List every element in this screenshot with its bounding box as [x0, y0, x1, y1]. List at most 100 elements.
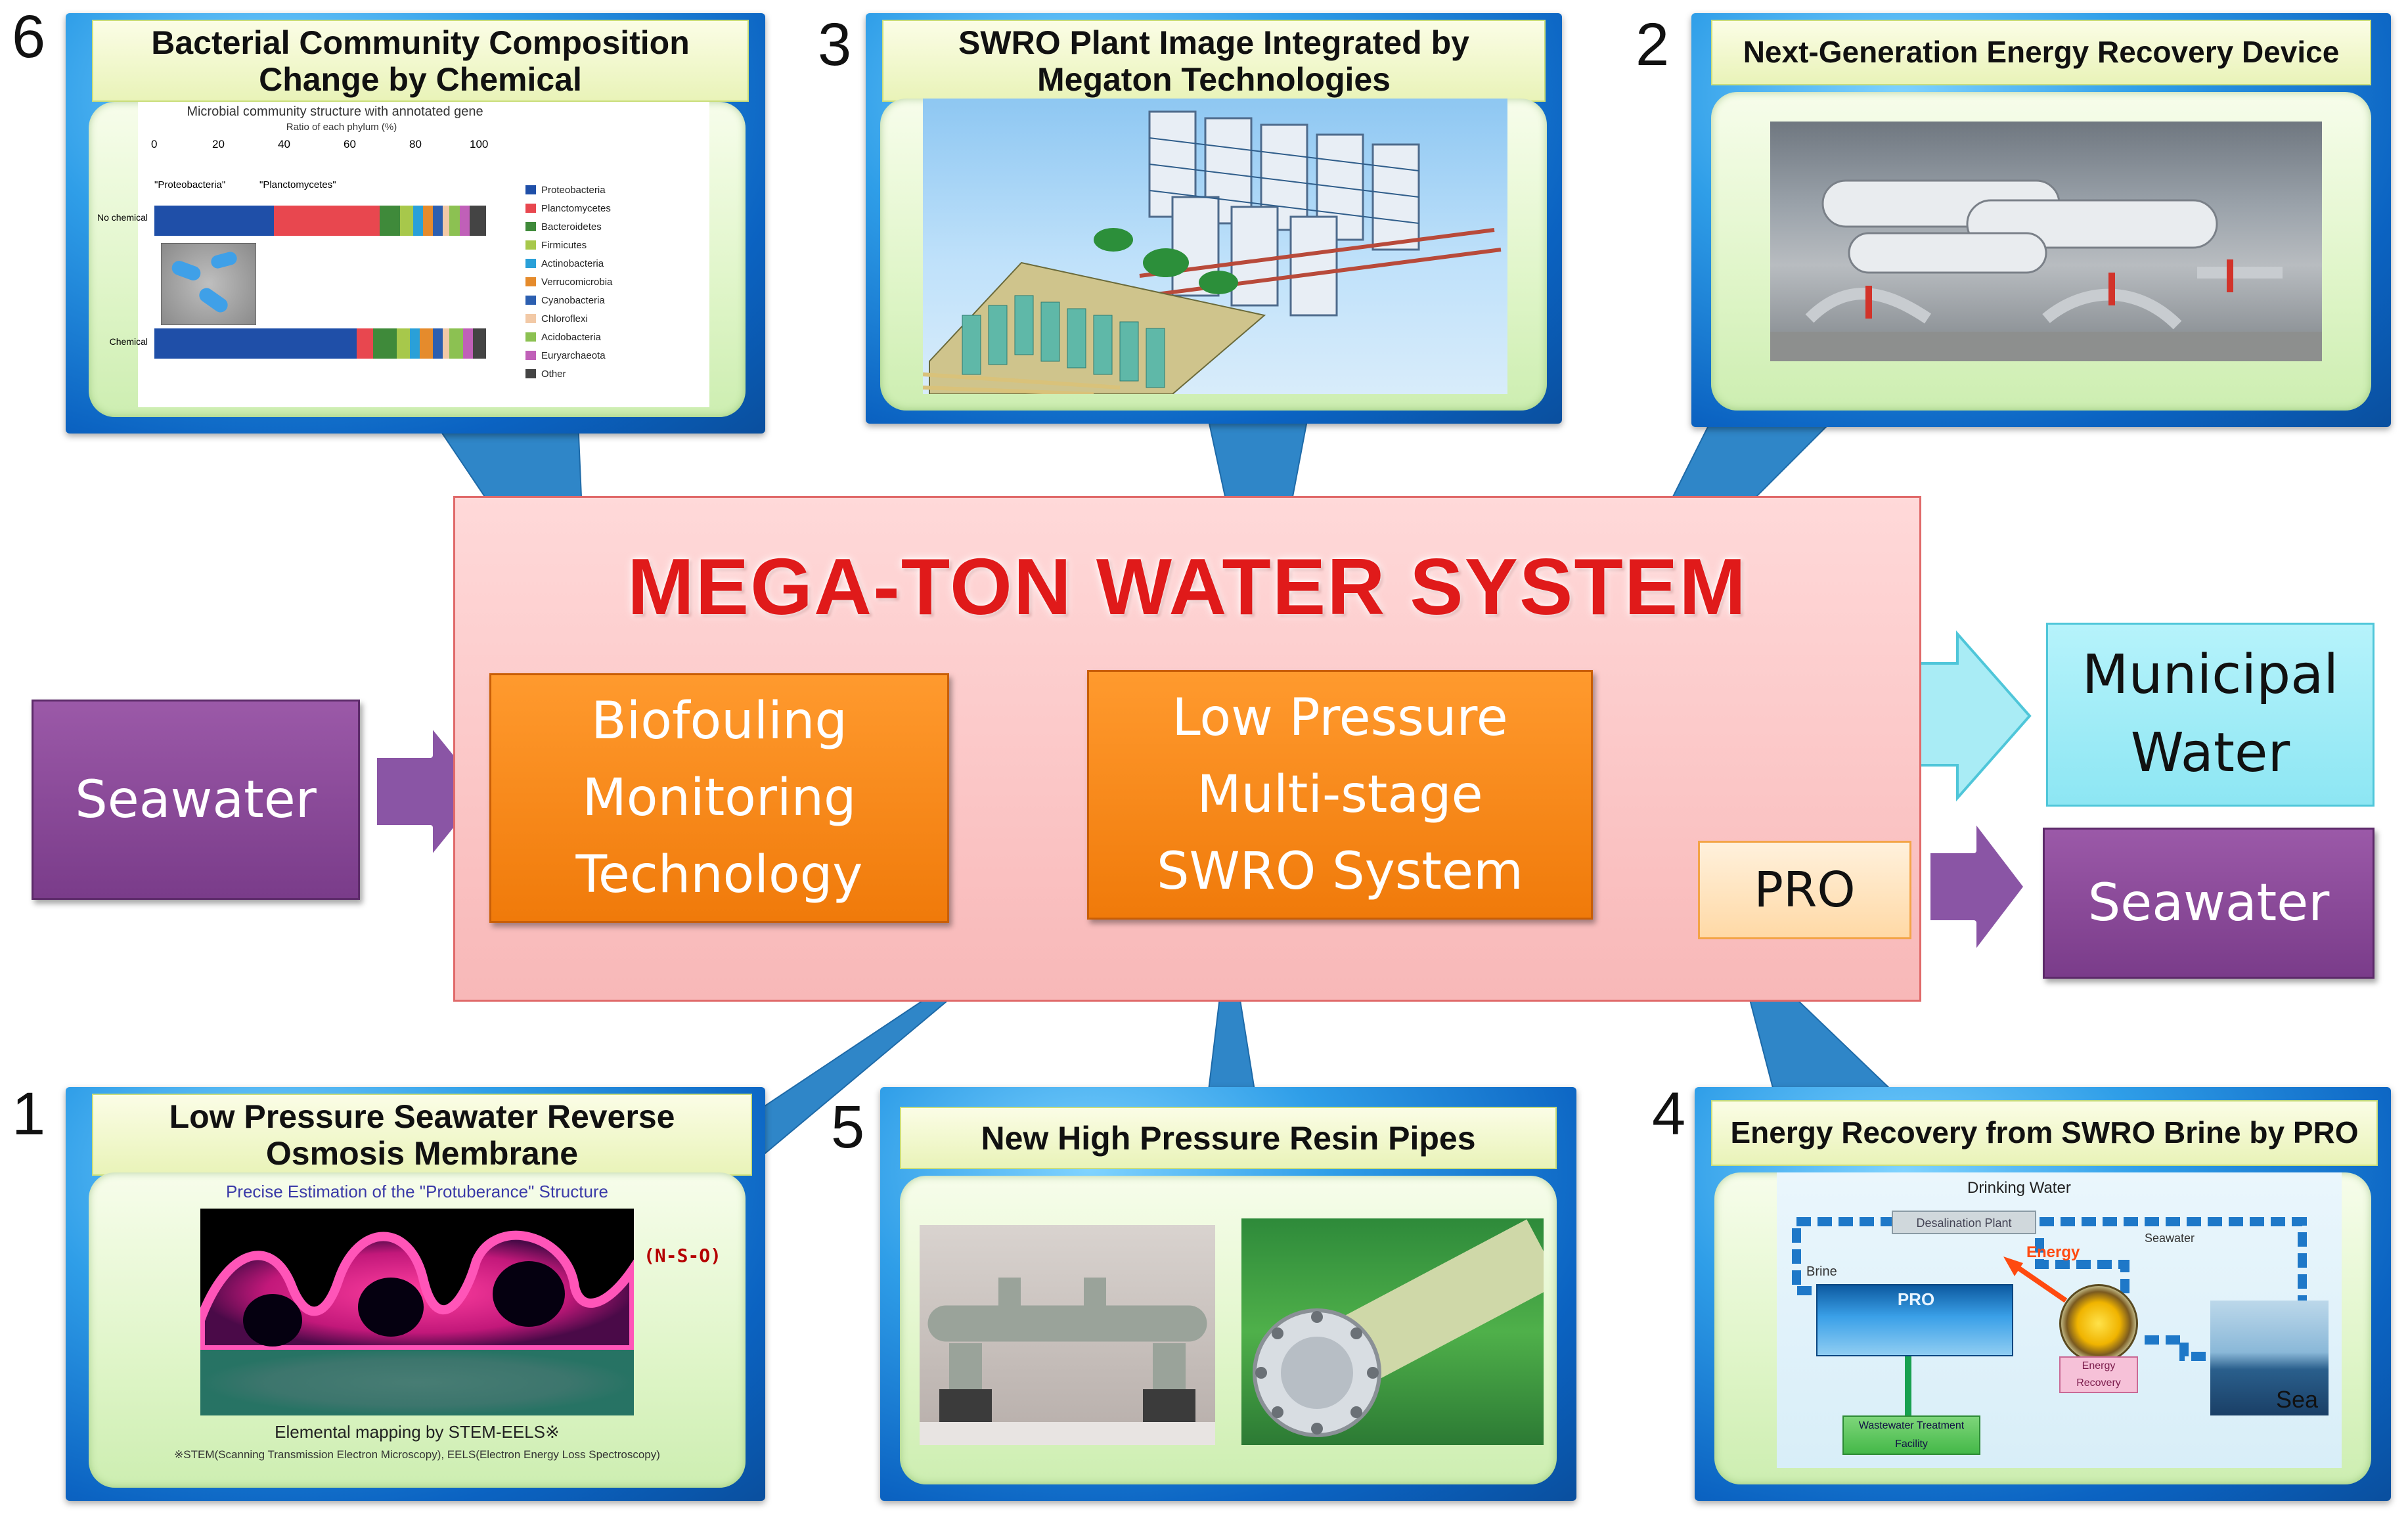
arrow-pro-to-seawater — [1925, 815, 2029, 958]
membrane-caption: Elemental mapping by STEM-EELS※ — [275, 1422, 560, 1442]
panel-inner-1: Precise Estimation of the "Protuberance"… — [89, 1172, 746, 1488]
callout-planctomycetes: "Planctomycetes" — [259, 179, 336, 190]
swro-line-3: SWRO System — [1157, 841, 1523, 901]
panel-inner-6: Microbial community structure with annot… — [89, 102, 746, 417]
panel-number-2: 2 — [1636, 11, 1670, 78]
label-sea: Sea — [2276, 1386, 2319, 1413]
legend-swatch — [525, 351, 536, 360]
legend-item-2: Bacteroidetes — [525, 217, 696, 236]
stem-eels-map — [200, 1209, 634, 1415]
panel-inner-2 — [1711, 92, 2371, 411]
legend-swatch — [525, 296, 536, 305]
panel-number-1: 1 — [12, 1080, 46, 1147]
callout-proteobacteria: "Proteobacteria" — [154, 179, 226, 190]
microbe-chart-heading: Microbial community structure with annot… — [187, 104, 483, 119]
pump-1 — [1143, 248, 1189, 277]
tick-100: 100 — [470, 138, 489, 150]
legend-swatch — [525, 277, 536, 286]
panel-title-6: Bacterial Community Composition Change b… — [92, 20, 749, 102]
legend-label: Cyanobacteria — [541, 294, 605, 306]
swro-system-box[interactable]: Low Pressure Multi-stage SWRO System — [1087, 670, 1593, 920]
panel-number-3: 3 — [818, 11, 852, 78]
panel-number-5: 5 — [831, 1094, 865, 1161]
biofouling-line-1: Biofouling — [591, 691, 847, 751]
erd-vessel-3 — [1848, 232, 2047, 274]
legend-label: Firmicutes — [541, 239, 587, 251]
chemical-segment-7 — [443, 328, 450, 359]
pro-tank: PRO — [1816, 1284, 2013, 1356]
chemical-segment-6 — [433, 328, 443, 359]
panel-resin-pipes: New High Pressure Resin Pipes — [880, 1087, 1576, 1501]
no-chemical-segment-6 — [433, 206, 443, 236]
panel-inner-5 — [900, 1176, 1557, 1484]
cell-2 — [210, 250, 238, 270]
membrane-footnote: ※STEM(Scanning Transmission Electron Mic… — [174, 1448, 660, 1461]
tick-20: 20 — [212, 138, 225, 150]
bar-no-chemical — [154, 206, 486, 236]
no-chemical-segment-0 — [154, 206, 274, 236]
energy-recovery-turbine — [2059, 1284, 2138, 1363]
panel-lp-swro-membrane: Low Pressure Seawater Reverse Osmosis Me… — [66, 1087, 765, 1501]
legend-label: Euryarchaeota — [541, 349, 606, 361]
legend-swatch — [525, 369, 536, 378]
energy-recovery-photo — [1770, 122, 2322, 361]
panel-number-4: 4 — [1652, 1080, 1686, 1147]
municipal-water-box[interactable]: Municipal Water — [2046, 623, 2375, 807]
no-chemical-segment-2 — [380, 206, 400, 236]
chemical-segment-9 — [462, 328, 473, 359]
pump-2 — [1199, 271, 1238, 294]
panel-inner-4: Drinking Water Desalination Plant Seawat… — [1714, 1172, 2371, 1484]
legend-item-7: Chloroflexi — [525, 309, 696, 328]
swro-line-1: Low Pressure — [1172, 688, 1508, 747]
pump-3 — [1094, 228, 1133, 252]
panel-inner-3 — [880, 99, 1547, 411]
panel-title-3: SWRO Plant Image Integrated by Megaton T… — [882, 20, 1546, 102]
legend-label: Verrucomicrobia — [541, 276, 613, 288]
pro-flow-lines — [1792, 1217, 2307, 1415]
no-chemical-segment-10 — [469, 206, 486, 236]
legend-swatch — [525, 314, 536, 323]
microscope-image — [161, 243, 256, 325]
row-label-chemical: Chemical — [109, 336, 148, 347]
sea-photo: Sea — [2210, 1301, 2329, 1415]
pro-diagram: Drinking Water Desalination Plant Seawat… — [1777, 1172, 2342, 1468]
chemical-segment-3 — [396, 328, 410, 359]
plant-render-image — [923, 99, 1507, 394]
rack-5 — [1371, 143, 1420, 251]
rack-7 — [1230, 206, 1279, 307]
panel-swro-plant: SWRO Plant Image Integrated by Megaton T… — [866, 13, 1562, 424]
chemical-segment-2 — [373, 328, 397, 359]
microbe-axis-label: Ratio of each phylum (%) — [286, 122, 397, 133]
tick-60: 60 — [344, 138, 356, 150]
bar-chemical — [154, 328, 486, 359]
legend-label: Actinobacteria — [541, 257, 604, 269]
legend-swatch — [525, 222, 536, 231]
chemical-segment-8 — [449, 328, 463, 359]
tick-40: 40 — [278, 138, 290, 150]
panel-pro-energy-recovery: Energy Recovery from SWRO Brine by PRO D… — [1695, 1087, 2391, 1501]
label-brine: Brine — [1806, 1264, 1837, 1279]
stem-eels-illustration — [200, 1230, 634, 1415]
resin-pipe-photo-1 — [920, 1225, 1215, 1445]
legend-item-0: Proteobacteria — [525, 181, 696, 199]
seawater-input-box[interactable]: Seawater — [32, 700, 360, 900]
legend-item-9: Euryarchaeota — [525, 346, 696, 365]
biofouling-monitoring-box[interactable]: Biofouling Monitoring Technology — [489, 673, 949, 923]
no-chemical-segment-4 — [412, 206, 424, 236]
legend-item-3: Firmicutes — [525, 236, 696, 254]
municipal-line-2: Water — [2130, 722, 2290, 784]
legend-label: Planctomycetes — [541, 202, 611, 214]
legend-item-5: Verrucomicrobia — [525, 273, 696, 291]
seawater-output-box[interactable]: Seawater — [2043, 828, 2375, 979]
panel-number-6: 6 — [12, 3, 46, 70]
legend-item-10: Other — [525, 365, 696, 383]
chemical-segment-10 — [472, 328, 486, 359]
panel-bacterial-community: Bacterial Community Composition Change b… — [66, 13, 765, 434]
rack-8 — [1289, 215, 1338, 317]
system-title: MEGA-TON WATER SYSTEM — [627, 542, 1747, 631]
legend-swatch — [525, 240, 536, 250]
pipe-2-illustration — [1253, 1219, 1544, 1437]
pro-box[interactable]: PRO — [1698, 841, 1911, 939]
chemical-segment-4 — [409, 328, 420, 359]
